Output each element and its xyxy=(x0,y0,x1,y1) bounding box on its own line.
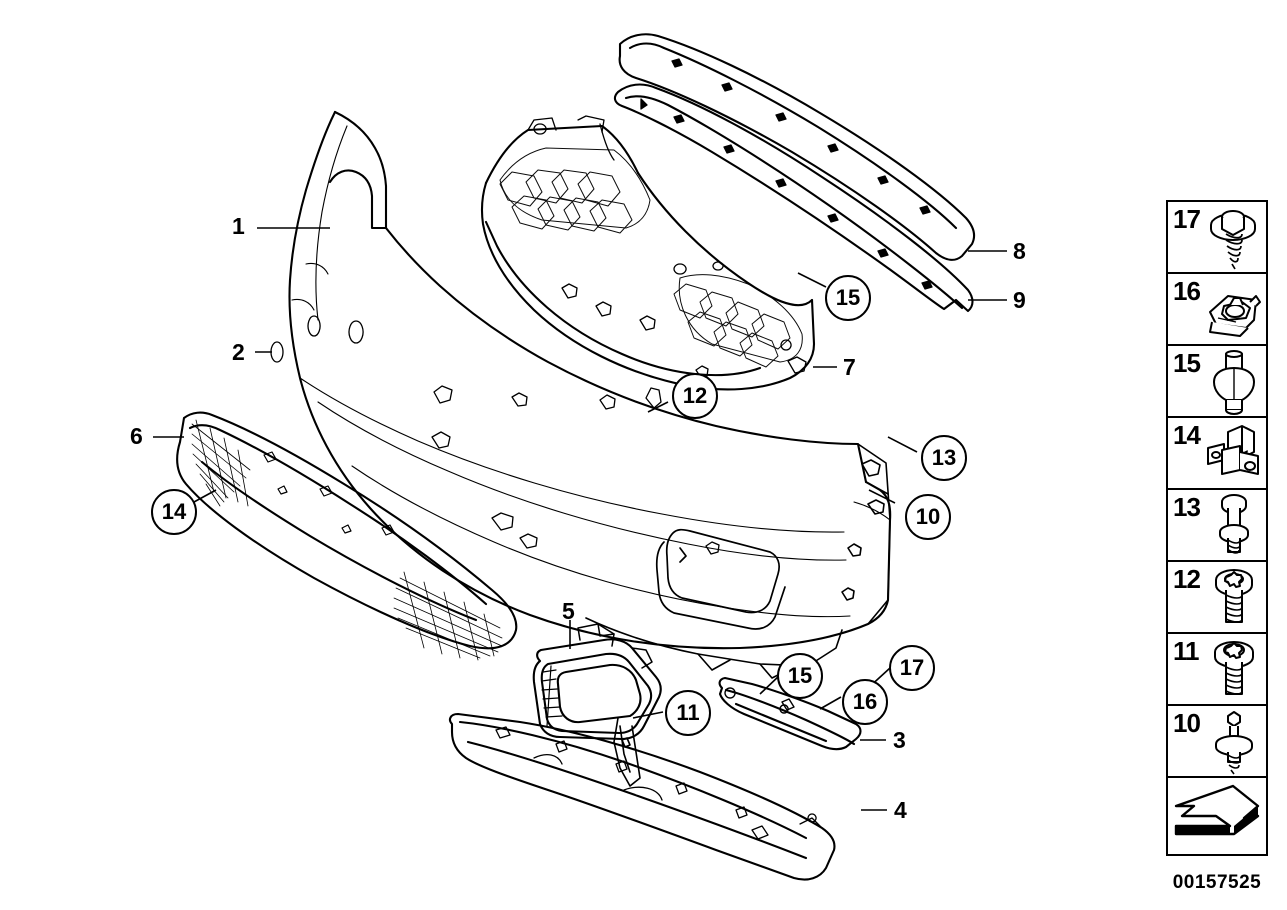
legend-item-14: 14 xyxy=(1168,418,1266,490)
part-fog-lamp-bezel xyxy=(532,638,662,741)
legend-item-15: 15 xyxy=(1168,346,1266,418)
part-8-clip-marks xyxy=(671,58,931,215)
plastic-expansion-rivet-icon xyxy=(1215,711,1253,775)
part-6-mesh-left xyxy=(191,419,251,507)
legend-direction-arrow-cell xyxy=(1168,778,1266,854)
grille-mesh-left xyxy=(499,147,651,234)
part-6-clips xyxy=(263,451,395,536)
block-arrow-icon xyxy=(1174,784,1260,836)
legend-number: 10 xyxy=(1173,708,1201,738)
legend-number: 16 xyxy=(1173,276,1201,306)
legend-item-11: 11 xyxy=(1168,634,1266,706)
push-pin-rivet-icon xyxy=(1219,494,1249,554)
legend-number: 13 xyxy=(1173,492,1201,522)
callout-15b: 15 xyxy=(777,653,823,699)
grille-frame-details xyxy=(527,115,807,409)
callout-16: 16 xyxy=(842,679,888,725)
callout-17: 17 xyxy=(889,645,935,691)
legend-item-16: 16 xyxy=(1168,274,1266,346)
leader-line-13 xyxy=(887,436,918,453)
hex-head-screw-icon xyxy=(1210,210,1256,270)
expanding-rivet-icon xyxy=(1213,350,1255,415)
legend-item-12: 12 xyxy=(1168,562,1266,634)
leader-line-12 xyxy=(647,401,669,413)
diagram-part-number: 00157525 xyxy=(1172,872,1262,893)
legend-item-17: 17 xyxy=(1168,202,1266,274)
hardware-legend-panel: 17 16 xyxy=(1166,200,1268,856)
torx-flange-screw-icon xyxy=(1214,641,1254,695)
torx-flange-screw-icon xyxy=(1215,569,1253,623)
part-lower-mesh-grille xyxy=(176,411,518,650)
part-upper-trim-strip-outer xyxy=(618,33,976,261)
legend-number: 17 xyxy=(1173,204,1201,234)
part-3-mount-holes xyxy=(724,687,795,714)
callout-7: 7 xyxy=(843,354,856,380)
clip-nut-icon xyxy=(1209,295,1261,337)
legend-number: 11 xyxy=(1173,636,1199,666)
callout-10: 10 xyxy=(905,494,951,540)
fog-bezel-lower-bracket xyxy=(613,717,641,787)
part-1-mounting-features xyxy=(270,315,720,555)
callout-2: 2 xyxy=(232,339,245,365)
leader-line-16 xyxy=(819,696,842,710)
callout-13: 13 xyxy=(921,435,967,481)
legend-number: 14 xyxy=(1173,420,1201,450)
legend-number: 15 xyxy=(1173,348,1201,378)
legend-item-10: 10 xyxy=(1168,706,1266,778)
leader-line-10 xyxy=(868,489,896,504)
part-1-right-end-panel xyxy=(841,443,891,625)
leader-line-11 xyxy=(632,711,664,719)
part-1-fog-lamp-opening xyxy=(655,528,786,630)
part-5-slats xyxy=(541,665,563,727)
bracket-clip-icon xyxy=(1207,425,1259,475)
part-1-inner-contours xyxy=(291,125,891,618)
callout-9: 9 xyxy=(1013,287,1026,313)
callout-8: 8 xyxy=(1013,238,1026,264)
part-6-mesh-right xyxy=(393,571,503,661)
leader-line-15 xyxy=(797,272,827,288)
part-5-mounting-tab xyxy=(577,623,653,669)
legend-number: 12 xyxy=(1173,564,1201,594)
callout-1: 1 xyxy=(232,213,245,239)
grille-mesh-right xyxy=(673,274,803,368)
leader-line-14 xyxy=(193,489,217,503)
callout-3: 3 xyxy=(893,727,906,753)
callout-6: 6 xyxy=(130,423,143,449)
callout-15: 15 xyxy=(825,275,871,321)
callout-12: 12 xyxy=(672,373,718,419)
callout-4: 4 xyxy=(894,797,907,823)
part-upper-trim-strip-inner xyxy=(613,83,974,313)
leader-line-15 xyxy=(759,674,781,695)
callout-14: 14 xyxy=(151,489,197,535)
part-center-honeycomb-grille xyxy=(480,124,816,391)
part-4-clips xyxy=(495,726,823,840)
legend-item-13: 13 xyxy=(1168,490,1266,562)
callout-5: 5 xyxy=(562,598,575,624)
callout-11: 11 xyxy=(665,690,711,736)
part-9-clip-marks xyxy=(640,98,933,290)
part-lower-trim-strip xyxy=(718,676,862,751)
